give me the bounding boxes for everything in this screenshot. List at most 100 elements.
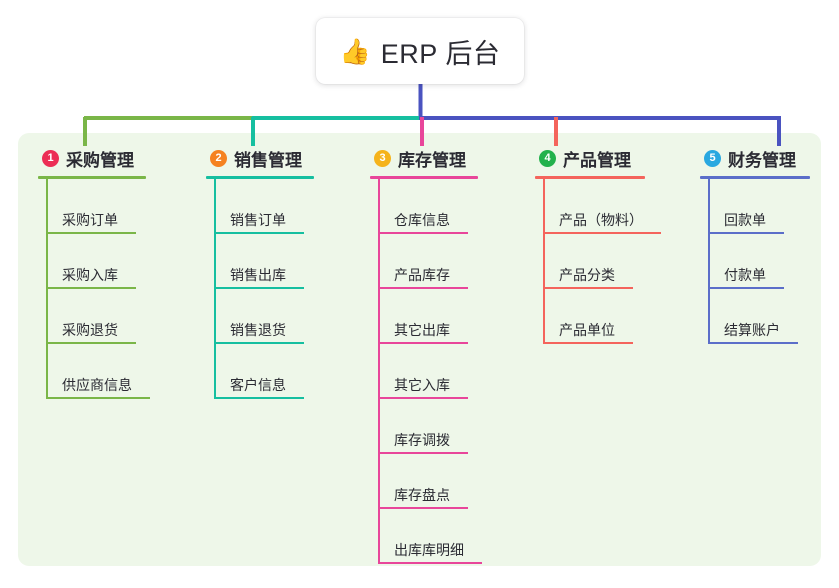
leaf-item-rule bbox=[46, 287, 136, 289]
leaf-list-3: 仓库信息产品库存其它出库其它入库库存调拨库存盘点出库库明细 bbox=[370, 179, 520, 564]
leaf-item[interactable]: 产品分类 bbox=[543, 234, 695, 289]
column-5: 5 财务管理回款单付款单结算账户 bbox=[700, 146, 839, 344]
leaf-item[interactable]: 产品库存 bbox=[378, 234, 520, 289]
leaf-item-label: 产品（物料） bbox=[559, 212, 643, 228]
leaf-item-rule bbox=[378, 452, 468, 454]
leaf-item-rule bbox=[378, 232, 468, 234]
content-panel bbox=[18, 133, 821, 566]
leaf-item-rule bbox=[214, 342, 304, 344]
leaf-item[interactable]: 付款单 bbox=[708, 234, 839, 289]
leaf-spine-2 bbox=[214, 179, 216, 399]
leaf-item-label: 其它入库 bbox=[394, 377, 450, 393]
leaf-item-label: 销售出库 bbox=[230, 267, 286, 283]
leaf-item-rule bbox=[46, 342, 136, 344]
leaf-item[interactable]: 销售订单 bbox=[214, 179, 356, 234]
leaf-item-rule bbox=[214, 397, 304, 399]
leaf-spine-3 bbox=[378, 179, 380, 564]
leaf-item-label: 销售退货 bbox=[230, 322, 286, 338]
leaf-item[interactable]: 其它入库 bbox=[378, 344, 520, 399]
leaf-item[interactable]: 销售退货 bbox=[214, 289, 356, 344]
leaf-item-rule bbox=[378, 507, 468, 509]
leaf-item-rule bbox=[214, 287, 304, 289]
leaf-item-label: 仓库信息 bbox=[394, 212, 450, 228]
leaf-spine-5 bbox=[708, 179, 710, 344]
column-title-4: 产品管理 bbox=[563, 151, 631, 170]
leaf-item-label: 其它出库 bbox=[394, 322, 450, 338]
leaf-item-rule bbox=[543, 342, 633, 344]
column-badge-3: 3 bbox=[374, 150, 391, 167]
leaf-item[interactable]: 其它出库 bbox=[378, 289, 520, 344]
leaf-item-rule bbox=[378, 397, 468, 399]
column-rule-2 bbox=[206, 176, 314, 179]
leaf-item[interactable]: 产品（物料） bbox=[543, 179, 695, 234]
leaf-item-label: 采购订单 bbox=[62, 212, 118, 228]
column-header-4[interactable]: 4 产品管理 bbox=[535, 146, 695, 171]
leaf-item-label: 结算账户 bbox=[724, 322, 780, 338]
leaf-item-rule bbox=[46, 232, 136, 234]
column-rule-4 bbox=[535, 176, 645, 179]
leaf-item-label: 产品库存 bbox=[394, 267, 450, 283]
leaf-item[interactable]: 回款单 bbox=[708, 179, 839, 234]
leaf-item[interactable]: 采购订单 bbox=[46, 179, 188, 234]
leaf-item[interactable]: 销售出库 bbox=[214, 234, 356, 289]
leaf-item-label: 销售订单 bbox=[230, 212, 286, 228]
column-title-5: 财务管理 bbox=[728, 151, 796, 170]
leaf-item-label: 采购退货 bbox=[62, 322, 118, 338]
leaf-item-label: 出库库明细 bbox=[394, 542, 464, 558]
leaf-item-label: 供应商信息 bbox=[62, 377, 132, 393]
column-rule-5 bbox=[700, 176, 810, 179]
leaf-item[interactable]: 产品单位 bbox=[543, 289, 695, 344]
column-2: 2 销售管理销售订单销售出库销售退货客户信息 bbox=[206, 146, 356, 399]
leaf-spine-4 bbox=[543, 179, 545, 344]
leaf-item[interactable]: 客户信息 bbox=[214, 344, 356, 399]
leaf-item[interactable]: 库存调拨 bbox=[378, 399, 520, 454]
leaf-list-1: 采购订单采购入库采购退货供应商信息 bbox=[38, 179, 188, 399]
root-node-title: ERP 后台 bbox=[380, 38, 501, 69]
leaf-item-label: 产品单位 bbox=[559, 322, 615, 338]
leaf-item-rule bbox=[543, 287, 633, 289]
column-title-2: 销售管理 bbox=[234, 151, 302, 170]
leaf-item-label: 回款单 bbox=[724, 212, 766, 228]
column-header-2[interactable]: 2 销售管理 bbox=[206, 146, 356, 171]
leaf-item-label: 客户信息 bbox=[230, 377, 286, 393]
leaf-list-5: 回款单付款单结算账户 bbox=[700, 179, 839, 344]
leaf-item-rule bbox=[378, 287, 468, 289]
leaf-item-label: 付款单 bbox=[724, 267, 766, 283]
leaf-item[interactable]: 仓库信息 bbox=[378, 179, 520, 234]
leaf-item-rule bbox=[46, 397, 150, 399]
leaf-item-rule bbox=[708, 287, 784, 289]
leaf-item-rule bbox=[708, 232, 784, 234]
column-rule-1 bbox=[38, 176, 146, 179]
leaf-item-rule bbox=[378, 562, 482, 564]
leaf-item[interactable]: 出库库明细 bbox=[378, 509, 520, 564]
leaf-list-2: 销售订单销售出库销售退货客户信息 bbox=[206, 179, 356, 399]
leaf-item[interactable]: 供应商信息 bbox=[46, 344, 188, 399]
leaf-item-rule bbox=[378, 342, 468, 344]
column-badge-2: 2 bbox=[210, 150, 227, 167]
leaf-item-rule bbox=[543, 232, 661, 234]
leaf-item[interactable]: 库存盘点 bbox=[378, 454, 520, 509]
leaf-item[interactable]: 采购入库 bbox=[46, 234, 188, 289]
column-4: 4 产品管理产品（物料） 产品分类产品单位 bbox=[535, 146, 695, 344]
leaf-item[interactable]: 结算账户 bbox=[708, 289, 839, 344]
root-node[interactable]: 👍 ERP 后台 bbox=[316, 18, 524, 84]
leaf-spine-1 bbox=[46, 179, 48, 399]
column-title-3: 库存管理 bbox=[398, 151, 466, 170]
leaf-item-rule bbox=[708, 342, 798, 344]
column-badge-4: 4 bbox=[539, 150, 556, 167]
leaf-list-4: 产品（物料） 产品分类产品单位 bbox=[535, 179, 695, 344]
column-3: 3 库存管理仓库信息产品库存其它出库其它入库库存调拨库存盘点出库库明细 bbox=[370, 146, 520, 564]
leaf-item-label: 库存调拨 bbox=[394, 432, 450, 448]
leaf-item[interactable]: 采购退货 bbox=[46, 289, 188, 344]
column-header-5[interactable]: 5 财务管理 bbox=[700, 146, 839, 171]
column-header-3[interactable]: 3 库存管理 bbox=[370, 146, 520, 171]
leaf-item-rule bbox=[214, 232, 304, 234]
leaf-item-label: 库存盘点 bbox=[394, 487, 450, 503]
column-rule-3 bbox=[370, 176, 478, 179]
leaf-item-label: 采购入库 bbox=[62, 267, 118, 283]
column-badge-5: 5 bbox=[704, 150, 721, 167]
thumbs-up-icon: 👍 bbox=[339, 36, 371, 66]
